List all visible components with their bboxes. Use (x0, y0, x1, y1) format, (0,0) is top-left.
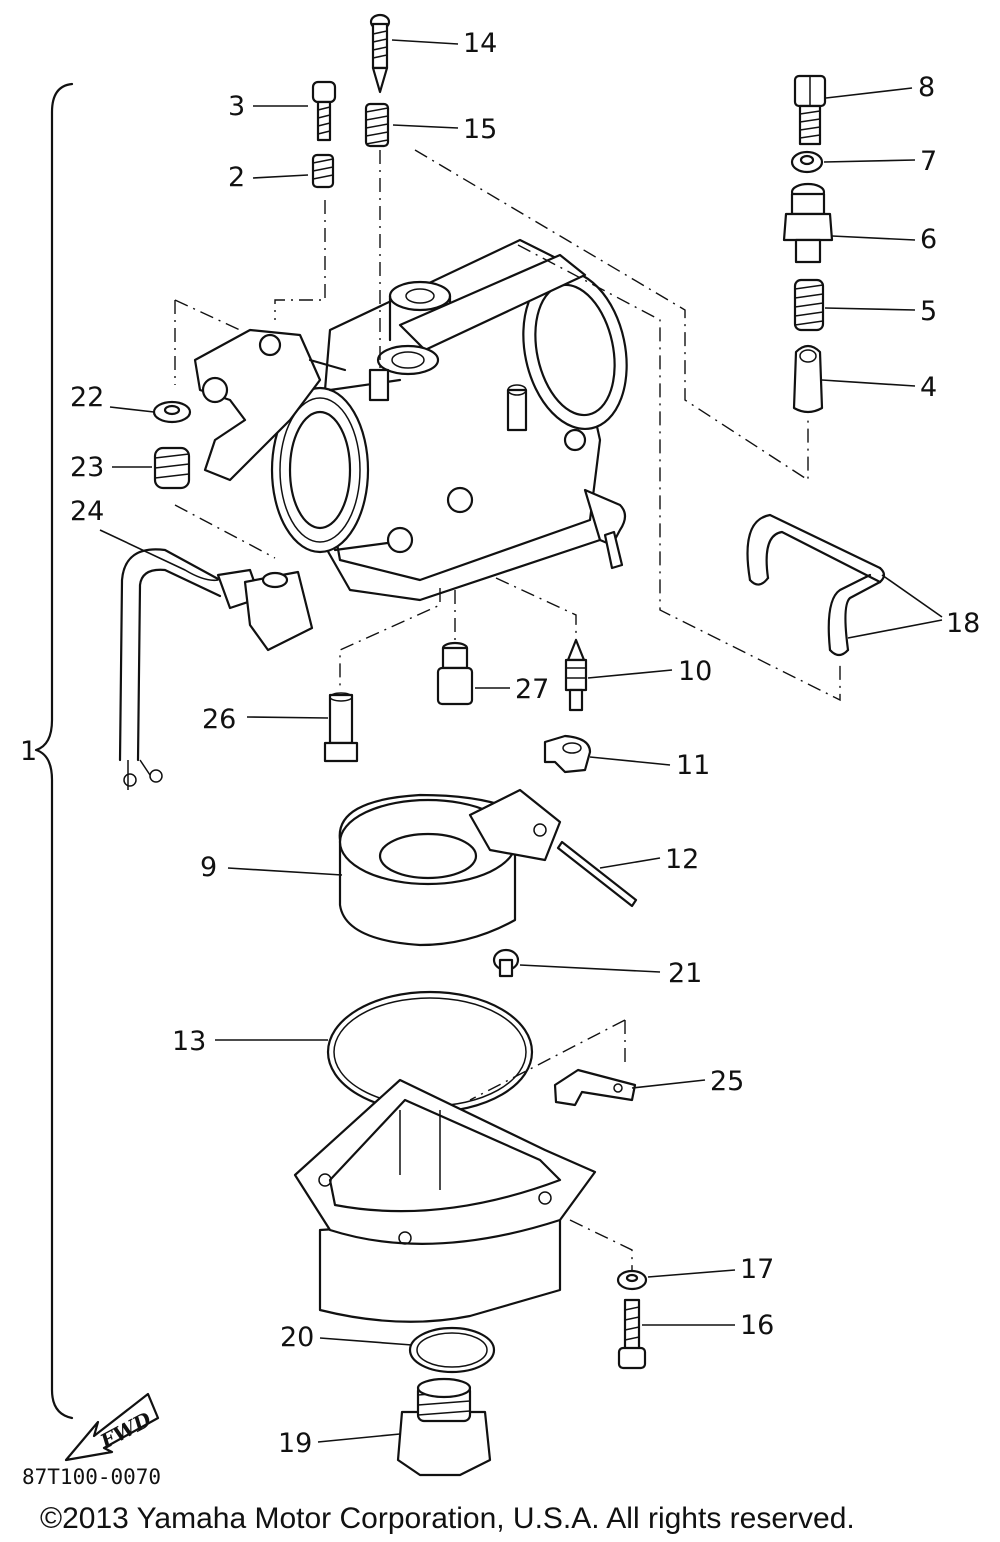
part-11-clip (543, 734, 592, 774)
part-7-washer (790, 150, 824, 174)
part-16-screw (617, 1298, 647, 1370)
callout-5: 5 (920, 296, 937, 327)
part-15-spring (364, 102, 390, 148)
part-20-o-ring (408, 1326, 496, 1374)
assembly-bracket (34, 82, 74, 1420)
callout-10: 10 (678, 656, 712, 687)
callout-1: 1 (20, 736, 37, 767)
callout-21: 21 (668, 958, 702, 989)
part-21-screw (492, 948, 520, 978)
callout-2: 2 (228, 162, 245, 193)
leader-lines (99, 39, 943, 1443)
carburetor-body (193, 238, 628, 602)
center-lines (174, 149, 841, 1270)
part-8-bolt (793, 74, 827, 146)
callout-23: 23 (70, 452, 104, 483)
diagram-code: 87T100-0070 (22, 1465, 161, 1489)
part-23-spring (153, 446, 191, 490)
part-19-drain-plug (396, 1377, 492, 1477)
callout-6: 6 (920, 224, 937, 255)
part-22-washer (152, 400, 192, 424)
callout-3: 3 (228, 91, 245, 122)
part-9-float (338, 788, 562, 947)
float-bowl (293, 1078, 597, 1323)
part-27-nozzle (436, 641, 474, 706)
callout-27: 27 (515, 674, 549, 705)
part-24-sensor (118, 548, 314, 790)
callout-16: 16 (740, 1310, 774, 1341)
part-12-pin (556, 840, 638, 908)
callout-20: 20 (280, 1322, 314, 1353)
part-14-pilot-screw (369, 13, 391, 94)
callout-19: 19 (278, 1428, 312, 1459)
fwd-arrow-icon: FWD (64, 1392, 160, 1462)
part-18-hoses (746, 513, 886, 657)
callout-24: 24 (70, 496, 104, 527)
callout-9: 9 (200, 852, 217, 883)
callout-25: 25 (710, 1066, 744, 1097)
callout-13: 13 (172, 1026, 206, 1057)
part-3-screw (311, 80, 337, 142)
callout-17: 17 (740, 1254, 774, 1285)
part-10-needle-valve (564, 638, 588, 712)
part-17-washer (616, 1269, 648, 1291)
part-4-plunger (792, 344, 824, 414)
part-26-main-jet (323, 692, 359, 763)
callout-14: 14 (463, 28, 497, 59)
callout-18: 18 (946, 608, 980, 639)
callout-26: 26 (202, 704, 236, 735)
callout-4: 4 (920, 372, 937, 403)
callout-numbers: 1 2 3 4 5 6 7 8 9 10 11 12 13 14 15 16 1… (20, 28, 980, 1459)
callout-7: 7 (920, 146, 937, 177)
callout-12: 12 (665, 844, 699, 875)
part-5-spring (793, 278, 825, 332)
part-2-spring (311, 153, 335, 189)
part-25-bracket (553, 1068, 637, 1107)
part-6-valve-seat (782, 182, 834, 264)
callout-8: 8 (918, 72, 935, 103)
callout-11: 11 (676, 750, 710, 781)
callout-15: 15 (463, 114, 497, 145)
callout-22: 22 (70, 382, 104, 413)
copyright-notice: ©2013 Yamaha Motor Corporation, U.S.A. A… (40, 1502, 855, 1535)
